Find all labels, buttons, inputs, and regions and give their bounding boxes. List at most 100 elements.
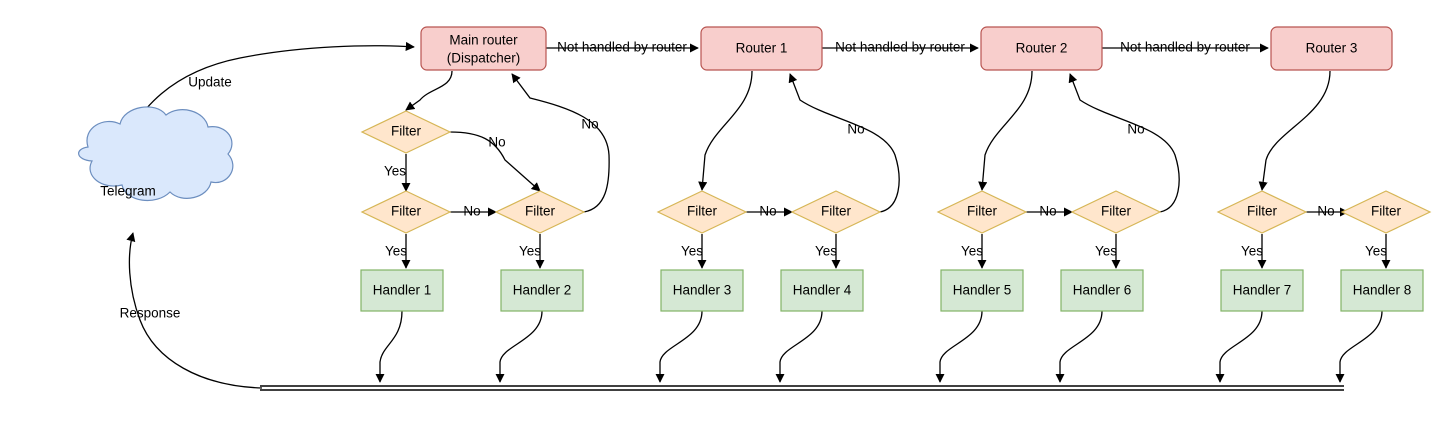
filter-1-diamond <box>360 190 452 234</box>
router-1-label: Router 1 <box>736 41 788 56</box>
label-not-handled-1: Not handled by router <box>557 40 687 55</box>
filter-2-label: Filter <box>525 204 556 219</box>
label-filter1-no: No <box>463 204 480 219</box>
filter-top-1-diamond <box>360 110 452 154</box>
node-router-2[interactable]: Router 2 <box>980 26 1103 71</box>
node-filter-1[interactable]: Filter <box>360 190 452 234</box>
filter-top-1-label: Filter <box>391 124 422 139</box>
filter-8-diamond <box>1340 190 1432 234</box>
label-filter3-yes: Yes <box>681 244 703 259</box>
router-1-box <box>700 26 823 71</box>
label-not-handled-2: Not handled by router <box>835 40 965 55</box>
label-filter4-yes: Yes <box>815 244 837 259</box>
filter-7-label: Filter <box>1247 204 1278 219</box>
handler-3-box <box>660 269 744 312</box>
edge-router3-to-filter7 <box>1258 70 1331 191</box>
telegram-cloud[interactable]: Telegram <box>78 106 234 202</box>
node-filter-3[interactable]: Filter <box>656 190 748 234</box>
handler-6-box <box>1060 269 1144 312</box>
node-router-1[interactable]: Router 1 <box>700 26 823 71</box>
edge-response <box>126 232 263 389</box>
filter-5-diamond <box>936 190 1028 234</box>
label-filter2-yes: Yes <box>519 244 541 259</box>
edge-handler7-to-bus <box>1215 310 1263 383</box>
edge-filter6-no-back <box>1068 73 1180 213</box>
router-3-label: Router 3 <box>1306 41 1358 56</box>
node-handler-4[interactable]: Handler 4 <box>780 269 864 312</box>
node-filter-top-1[interactable]: Filter <box>360 110 452 154</box>
handler-5-label: Handler 5 <box>953 283 1012 298</box>
node-handler-1[interactable]: Handler 1 <box>360 269 444 312</box>
edge-handler3-to-bus <box>655 310 703 383</box>
filter-1-label: Filter <box>391 204 422 219</box>
label-filter8-yes: Yes <box>1365 244 1387 259</box>
telegram-label: Telegram <box>100 184 156 199</box>
edge-main-to-filter-top <box>405 70 453 111</box>
label-filter-top-no: No <box>488 135 505 150</box>
edge-handler1-to-bus <box>375 310 403 383</box>
node-handler-3[interactable]: Handler 3 <box>660 269 744 312</box>
main-router-box <box>420 26 547 71</box>
filter-6-diamond <box>1070 190 1162 234</box>
node-handler-5[interactable]: Handler 5 <box>940 269 1024 312</box>
node-filter-2[interactable]: Filter <box>494 190 586 234</box>
handler-7-box <box>1220 269 1304 312</box>
label-filter7-yes: Yes <box>1241 244 1263 259</box>
handler-1-label: Handler 1 <box>373 283 432 298</box>
node-router-3[interactable]: Router 3 <box>1270 26 1393 71</box>
node-handler-8[interactable]: Handler 8 <box>1340 269 1424 312</box>
handler-3-label: Handler 3 <box>673 283 732 298</box>
node-handler-2[interactable]: Handler 2 <box>500 269 584 312</box>
handler-2-box <box>500 269 584 312</box>
label-filter1-yes: Yes <box>385 244 407 259</box>
filter-2-diamond <box>494 190 586 234</box>
cloud-icon <box>78 106 234 202</box>
node-filter-8[interactable]: Filter <box>1340 190 1432 234</box>
router-3-box <box>1270 26 1393 71</box>
edge-filter4-no-back <box>788 73 900 213</box>
label-filter5-yes: Yes <box>961 244 983 259</box>
label-filter3-no: No <box>759 204 776 219</box>
router-2-box <box>980 26 1103 71</box>
node-main-router[interactable]: Main router (Dispatcher) <box>420 26 547 71</box>
edge-router2-to-filter5 <box>978 70 1033 191</box>
label-filter6-yes: Yes <box>1095 244 1117 259</box>
handler-7-label: Handler 7 <box>1233 283 1292 298</box>
edge-handler8-to-bus <box>1335 310 1383 383</box>
edge-router1-to-filter3 <box>698 70 753 191</box>
node-filter-5[interactable]: Filter <box>936 190 1028 234</box>
label-filter5-no: No <box>1039 204 1056 219</box>
filter-5-label: Filter <box>967 204 998 219</box>
label-update: Update <box>188 75 232 90</box>
node-filter-4[interactable]: Filter <box>790 190 882 234</box>
edge-handler6-to-bus <box>1055 310 1103 383</box>
label-not-handled-3: Not handled by router <box>1120 40 1250 55</box>
node-filter-6[interactable]: Filter <box>1070 190 1162 234</box>
handler-2-label: Handler 2 <box>513 283 572 298</box>
handler-4-box <box>780 269 864 312</box>
handler-8-box <box>1340 269 1424 312</box>
filter-8-label: Filter <box>1371 204 1402 219</box>
filter-3-diamond <box>656 190 748 234</box>
label-filter4-no-back: No <box>847 122 864 137</box>
main-router-label-line1: Main router <box>449 33 518 48</box>
main-router-label-line2: (Dispatcher) <box>447 51 521 66</box>
edge-filter2-no-back <box>511 73 610 213</box>
filter-7-diamond <box>1216 190 1308 234</box>
filter-4-diamond <box>790 190 882 234</box>
label-filter6-no-back: No <box>1127 122 1144 137</box>
router-2-label: Router 2 <box>1016 41 1068 56</box>
node-handler-6[interactable]: Handler 6 <box>1060 269 1144 312</box>
node-handler-7[interactable]: Handler 7 <box>1220 269 1304 312</box>
filter-6-label: Filter <box>1101 204 1132 219</box>
edge-handler2-to-bus <box>495 310 543 383</box>
edge-handler4-to-bus <box>775 310 823 383</box>
handler-6-label: Handler 6 <box>1073 283 1132 298</box>
label-filter2-no-back: No <box>581 117 598 132</box>
label-filter7-no: No <box>1317 204 1334 219</box>
edge-filter-top-no <box>449 131 541 192</box>
node-filter-7[interactable]: Filter <box>1216 190 1308 234</box>
filter-3-label: Filter <box>687 204 718 219</box>
